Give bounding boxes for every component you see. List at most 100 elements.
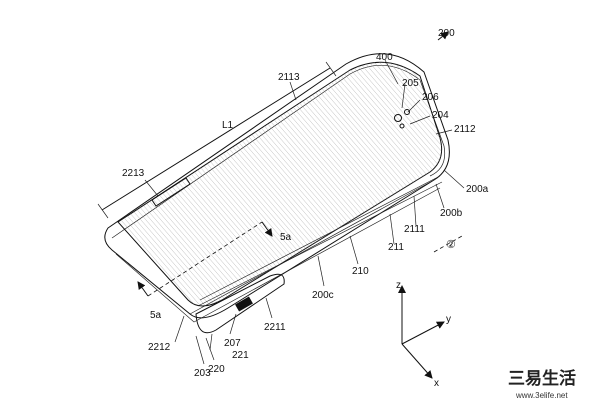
hatch-line (118, 62, 126, 307)
hatch-line (118, 62, 206, 307)
label-205: 205 (402, 78, 419, 89)
hatch-line (118, 62, 151, 307)
hatch-line (118, 62, 376, 307)
hatch-line (118, 62, 186, 307)
hatch-line (575, 40, 600, 340)
coordinate-axes: z y x (396, 280, 451, 389)
hatch-line (520, 40, 600, 340)
label-204: 204 (432, 110, 449, 121)
label-221: 221 (232, 350, 249, 361)
hatch-line (595, 40, 600, 340)
hatch-line (475, 40, 600, 340)
hatch-line (439, 62, 442, 307)
hatch-line (118, 62, 121, 307)
axis-z-label: z (396, 280, 401, 291)
hatch-line (409, 62, 442, 307)
hatch-line (159, 62, 421, 307)
label-2113: 2113 (278, 72, 300, 83)
hatch-line (0, 40, 60, 340)
hatch-line (239, 62, 442, 307)
hatch-line (118, 62, 161, 307)
hatch-line (118, 62, 261, 307)
hatch-line (0, 40, 115, 340)
hatch-line (434, 62, 442, 307)
hatch-line (0, 40, 85, 340)
side-button (151, 177, 191, 207)
hatch-line (118, 62, 316, 307)
hatch-line (0, 40, 105, 340)
label-207: 207 (224, 338, 241, 349)
hatch-line (118, 62, 231, 307)
hatch-line (585, 40, 600, 340)
phone-body (104, 53, 450, 323)
axis-x-label: x (434, 378, 439, 389)
hatch-line (590, 40, 600, 340)
label-200b: 200b (440, 208, 463, 219)
hatch-line (118, 62, 236, 307)
hatch-line (118, 62, 346, 307)
hatch-line (525, 40, 600, 340)
section-line-5a (137, 221, 273, 297)
hatch-line (0, 40, 80, 340)
hatch-line (349, 62, 442, 307)
hatch-line (334, 62, 442, 307)
axis-y-label: y (446, 314, 451, 325)
label-206: 206 (422, 92, 439, 103)
hatch-line (329, 62, 442, 307)
hatch-line (379, 62, 442, 307)
hatch-line (560, 40, 600, 340)
hatch-line (118, 62, 296, 307)
reference-labels: 200 400 205 206 204 2112 2113 L1 2213 20… (122, 28, 489, 379)
hatch-line (118, 62, 276, 307)
hatch-line (429, 62, 442, 307)
label-2212: 2212 (148, 342, 171, 353)
hatch-line (118, 62, 226, 307)
screen-hatching (0, 40, 600, 340)
label-200a: 200a (466, 184, 489, 195)
hatch-line (224, 62, 442, 307)
hatch-line (174, 62, 436, 307)
slide-rail (195, 175, 443, 334)
hatch-line (118, 62, 326, 307)
hatch-line (118, 62, 131, 307)
hatch-line (399, 62, 442, 307)
hatch-line (299, 62, 442, 307)
label-5a-bottom: 5a (150, 310, 162, 321)
hatch-line (0, 40, 100, 340)
hatch-line (404, 62, 442, 307)
hatch-line (0, 40, 65, 340)
hatch-line (129, 62, 391, 307)
display-screen (0, 40, 600, 340)
hatch-line (339, 62, 442, 307)
hatch-line (535, 40, 600, 340)
hatch-line (505, 40, 600, 340)
hatch-line (309, 62, 442, 307)
hatch-line (495, 40, 600, 340)
label-5a-top: 5a (280, 232, 292, 243)
hatch-line (359, 62, 442, 307)
leader-lines (144, 31, 465, 365)
hatch-line (234, 62, 442, 307)
watermark-url: www.3elife.net (515, 391, 568, 400)
hatch-line (515, 40, 600, 340)
camera-cluster (394, 109, 410, 129)
hatch-line (118, 62, 166, 307)
hatch-line (354, 62, 442, 307)
watermark: 三易生活 www.3elife.net (508, 368, 576, 400)
hatch-line (570, 40, 600, 340)
label-211: 211 (388, 242, 404, 253)
label-2211: 2211 (264, 322, 286, 333)
hatch-line (324, 62, 442, 307)
label-l1: L1 (222, 120, 234, 131)
hatch-line (134, 62, 396, 307)
hatch-line (119, 62, 381, 307)
label-400: 400 (376, 52, 393, 63)
hatch-line (319, 62, 442, 307)
hatch-line (118, 62, 221, 307)
hatch-line (545, 40, 600, 340)
hatch-line (118, 62, 301, 307)
hatch-line (490, 40, 600, 340)
hatch-line (118, 62, 171, 307)
hatch-line (118, 62, 141, 307)
dimension-l1 (97, 61, 337, 219)
